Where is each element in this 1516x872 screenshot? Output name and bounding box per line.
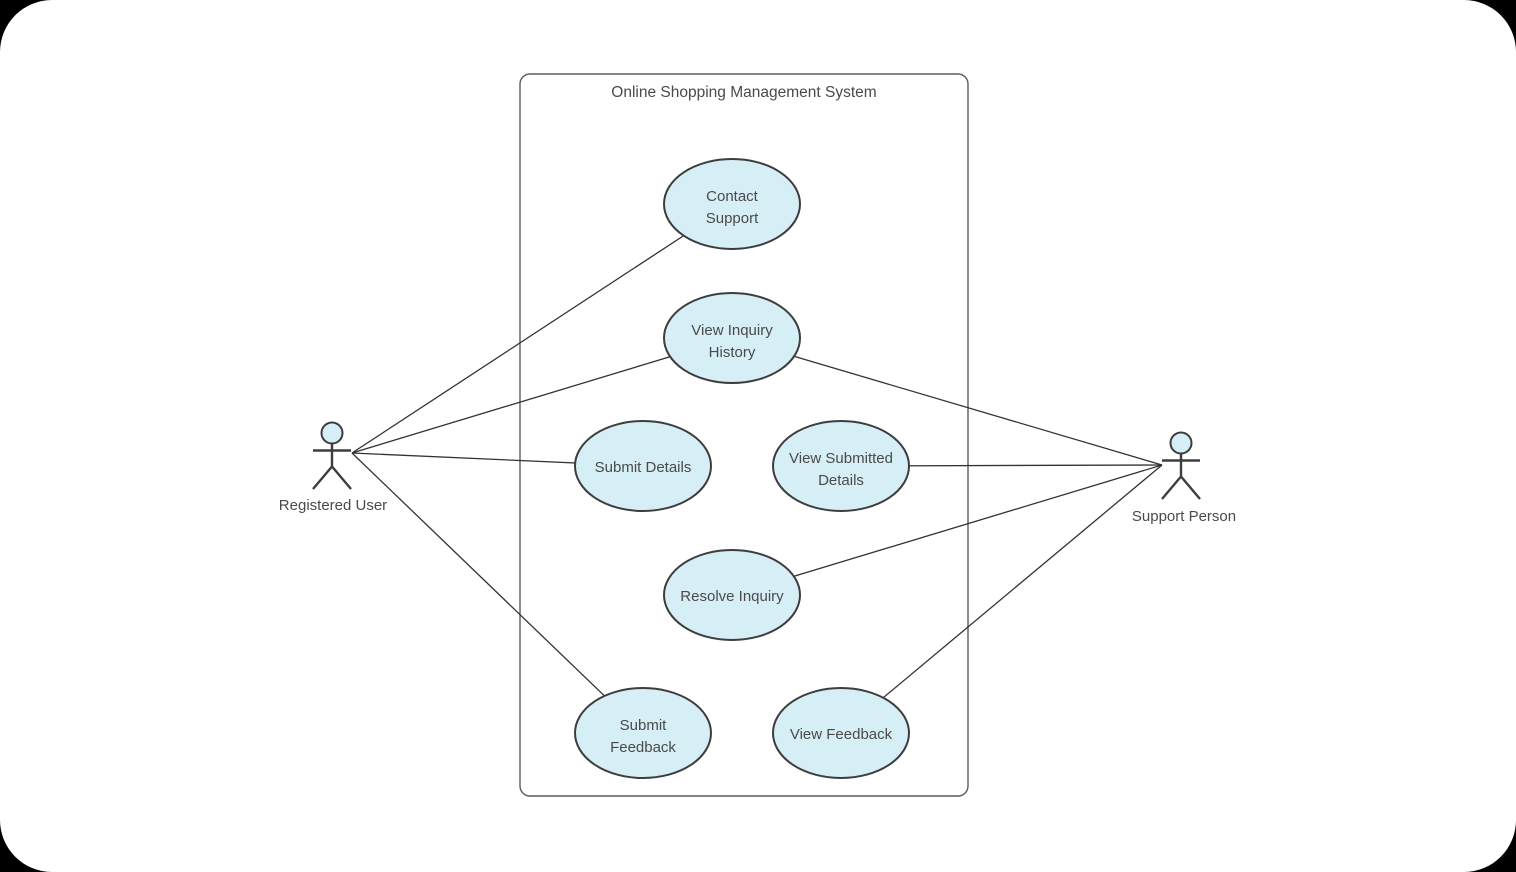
- use-case-contact-support-shape[interactable]: [663, 158, 801, 250]
- association-support-person-resolve-inquiry[interactable]: [731, 464, 1163, 596]
- use-case-label-line: Details: [818, 472, 864, 489]
- use-case-view-feedback[interactable]: View Feedback: [772, 687, 910, 779]
- use-case-label-line: View Inquiry: [691, 322, 773, 339]
- use-case-submit-details[interactable]: Submit Details: [574, 420, 712, 512]
- actors: Registered User Support Person: [279, 421, 1236, 526]
- use-case-label-line: View Submitted: [789, 450, 893, 467]
- use-case-resolve-inquiry-shape[interactable]: [663, 549, 801, 641]
- associations: [351, 203, 1163, 734]
- association-support-person-view-inquiry-history[interactable]: [731, 337, 1163, 466]
- actor-head-icon: [320, 421, 344, 445]
- use-case-label-line: Contact: [706, 188, 759, 205]
- use-case-label-line: Submit: [620, 717, 668, 734]
- system-boundary[interactable]: [519, 73, 969, 797]
- actor-body-icon: [312, 443, 352, 490]
- system-boundary-group: Online Shopping Management System: [519, 73, 969, 797]
- association-registered-user-contact-support[interactable]: [351, 203, 733, 454]
- use-case-resolve-inquiry[interactable]: Resolve Inquiry: [663, 549, 801, 641]
- actor-support-person[interactable]: Support Person: [1132, 431, 1236, 526]
- actor-body-icon: [1161, 453, 1201, 500]
- use-case-label-line: Feedback: [610, 739, 676, 756]
- actor-registered-user[interactable]: Registered User: [279, 421, 387, 515]
- use-case-view-submitted-details-shape[interactable]: [772, 420, 910, 512]
- use-case-label: Submit Details: [595, 459, 692, 476]
- use-case-label: Resolve Inquiry: [680, 588, 784, 605]
- use-case-label-line: Support: [706, 210, 759, 227]
- use-case-view-inquiry-history-shape[interactable]: [663, 292, 801, 384]
- actor-support-person-label: Support Person: [1132, 508, 1236, 525]
- use-case-view-feedback-shape[interactable]: [772, 687, 910, 779]
- use-case-label-line: History: [709, 344, 756, 361]
- use-case-submit-details-shape[interactable]: [574, 420, 712, 512]
- association-registered-user-view-inquiry-history[interactable]: [351, 337, 733, 454]
- actor-registered-user-label: Registered User: [279, 497, 387, 514]
- use-case-label: View Feedback: [790, 726, 893, 743]
- association-registered-user-submit-feedback[interactable]: [351, 452, 644, 734]
- association-support-person-view-feedback[interactable]: [840, 464, 1163, 734]
- system-boundary-title: Online Shopping Management System: [611, 84, 876, 101]
- actor-head-icon: [1169, 431, 1193, 455]
- use-case-submit-feedback-shape[interactable]: [574, 687, 712, 779]
